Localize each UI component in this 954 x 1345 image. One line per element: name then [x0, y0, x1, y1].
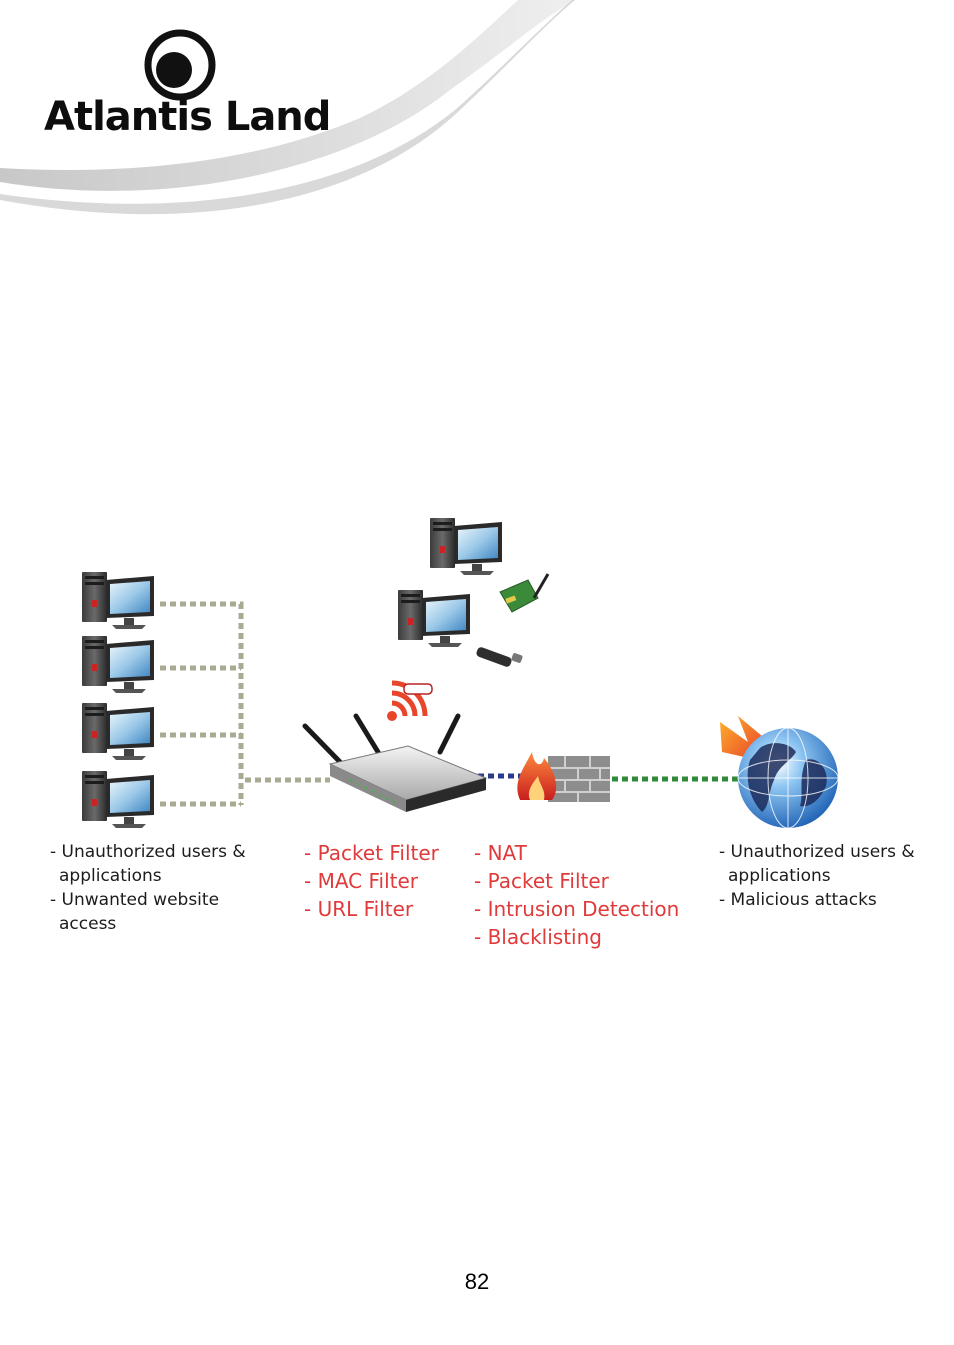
usb-adapter-icon — [476, 647, 523, 667]
firewall-feature-list: - NAT - Packet Filter - Intrusion Detect… — [474, 839, 679, 951]
logo-icon — [144, 29, 216, 101]
lan-computer-icon — [82, 572, 154, 629]
note-line: - Unauthorized users & — [50, 842, 246, 862]
internet-globe-icon — [737, 727, 839, 829]
lan-computer-icon — [82, 636, 154, 693]
wireless-signal-icon — [387, 680, 433, 721]
feature-item: - Blacklisting — [474, 925, 602, 949]
feature-item: - MAC Filter — [304, 869, 419, 893]
brand-name: Atlantis Land — [44, 94, 331, 140]
firewall-icon — [517, 752, 610, 802]
right-threat-notes: - Unauthorized users & applications - Ma… — [719, 840, 915, 912]
note-line: applications — [59, 866, 162, 886]
note-line: applications — [728, 866, 831, 886]
feature-item: - NAT — [474, 841, 527, 865]
wireless-computer-icon — [398, 590, 470, 647]
header-swoosh — [0, 0, 575, 215]
note-line: - Malicious attacks — [719, 890, 877, 910]
feature-item: - Intrusion Detection — [474, 897, 680, 921]
feature-item: - URL Filter — [304, 897, 414, 921]
lan-links — [160, 601, 330, 807]
feature-item: - Packet Filter — [474, 869, 609, 893]
wireless-computer-icon — [430, 518, 502, 575]
note-line: - Unwanted website — [50, 890, 220, 910]
note-line: access — [59, 914, 117, 934]
wireless-pci-card-icon — [499, 573, 550, 613]
feature-item: - Packet Filter — [304, 841, 439, 865]
lan-computer-icon — [82, 703, 154, 760]
note-line: - Unauthorized users & — [719, 842, 915, 862]
lan-computer-icon — [82, 771, 154, 828]
page-number: 82 — [464, 1269, 490, 1294]
router-feature-list: - Packet Filter - MAC Filter - URL Filte… — [304, 839, 439, 923]
router-icon — [302, 713, 488, 812]
left-threat-notes: - Unauthorized users & applications - Un… — [50, 840, 246, 936]
